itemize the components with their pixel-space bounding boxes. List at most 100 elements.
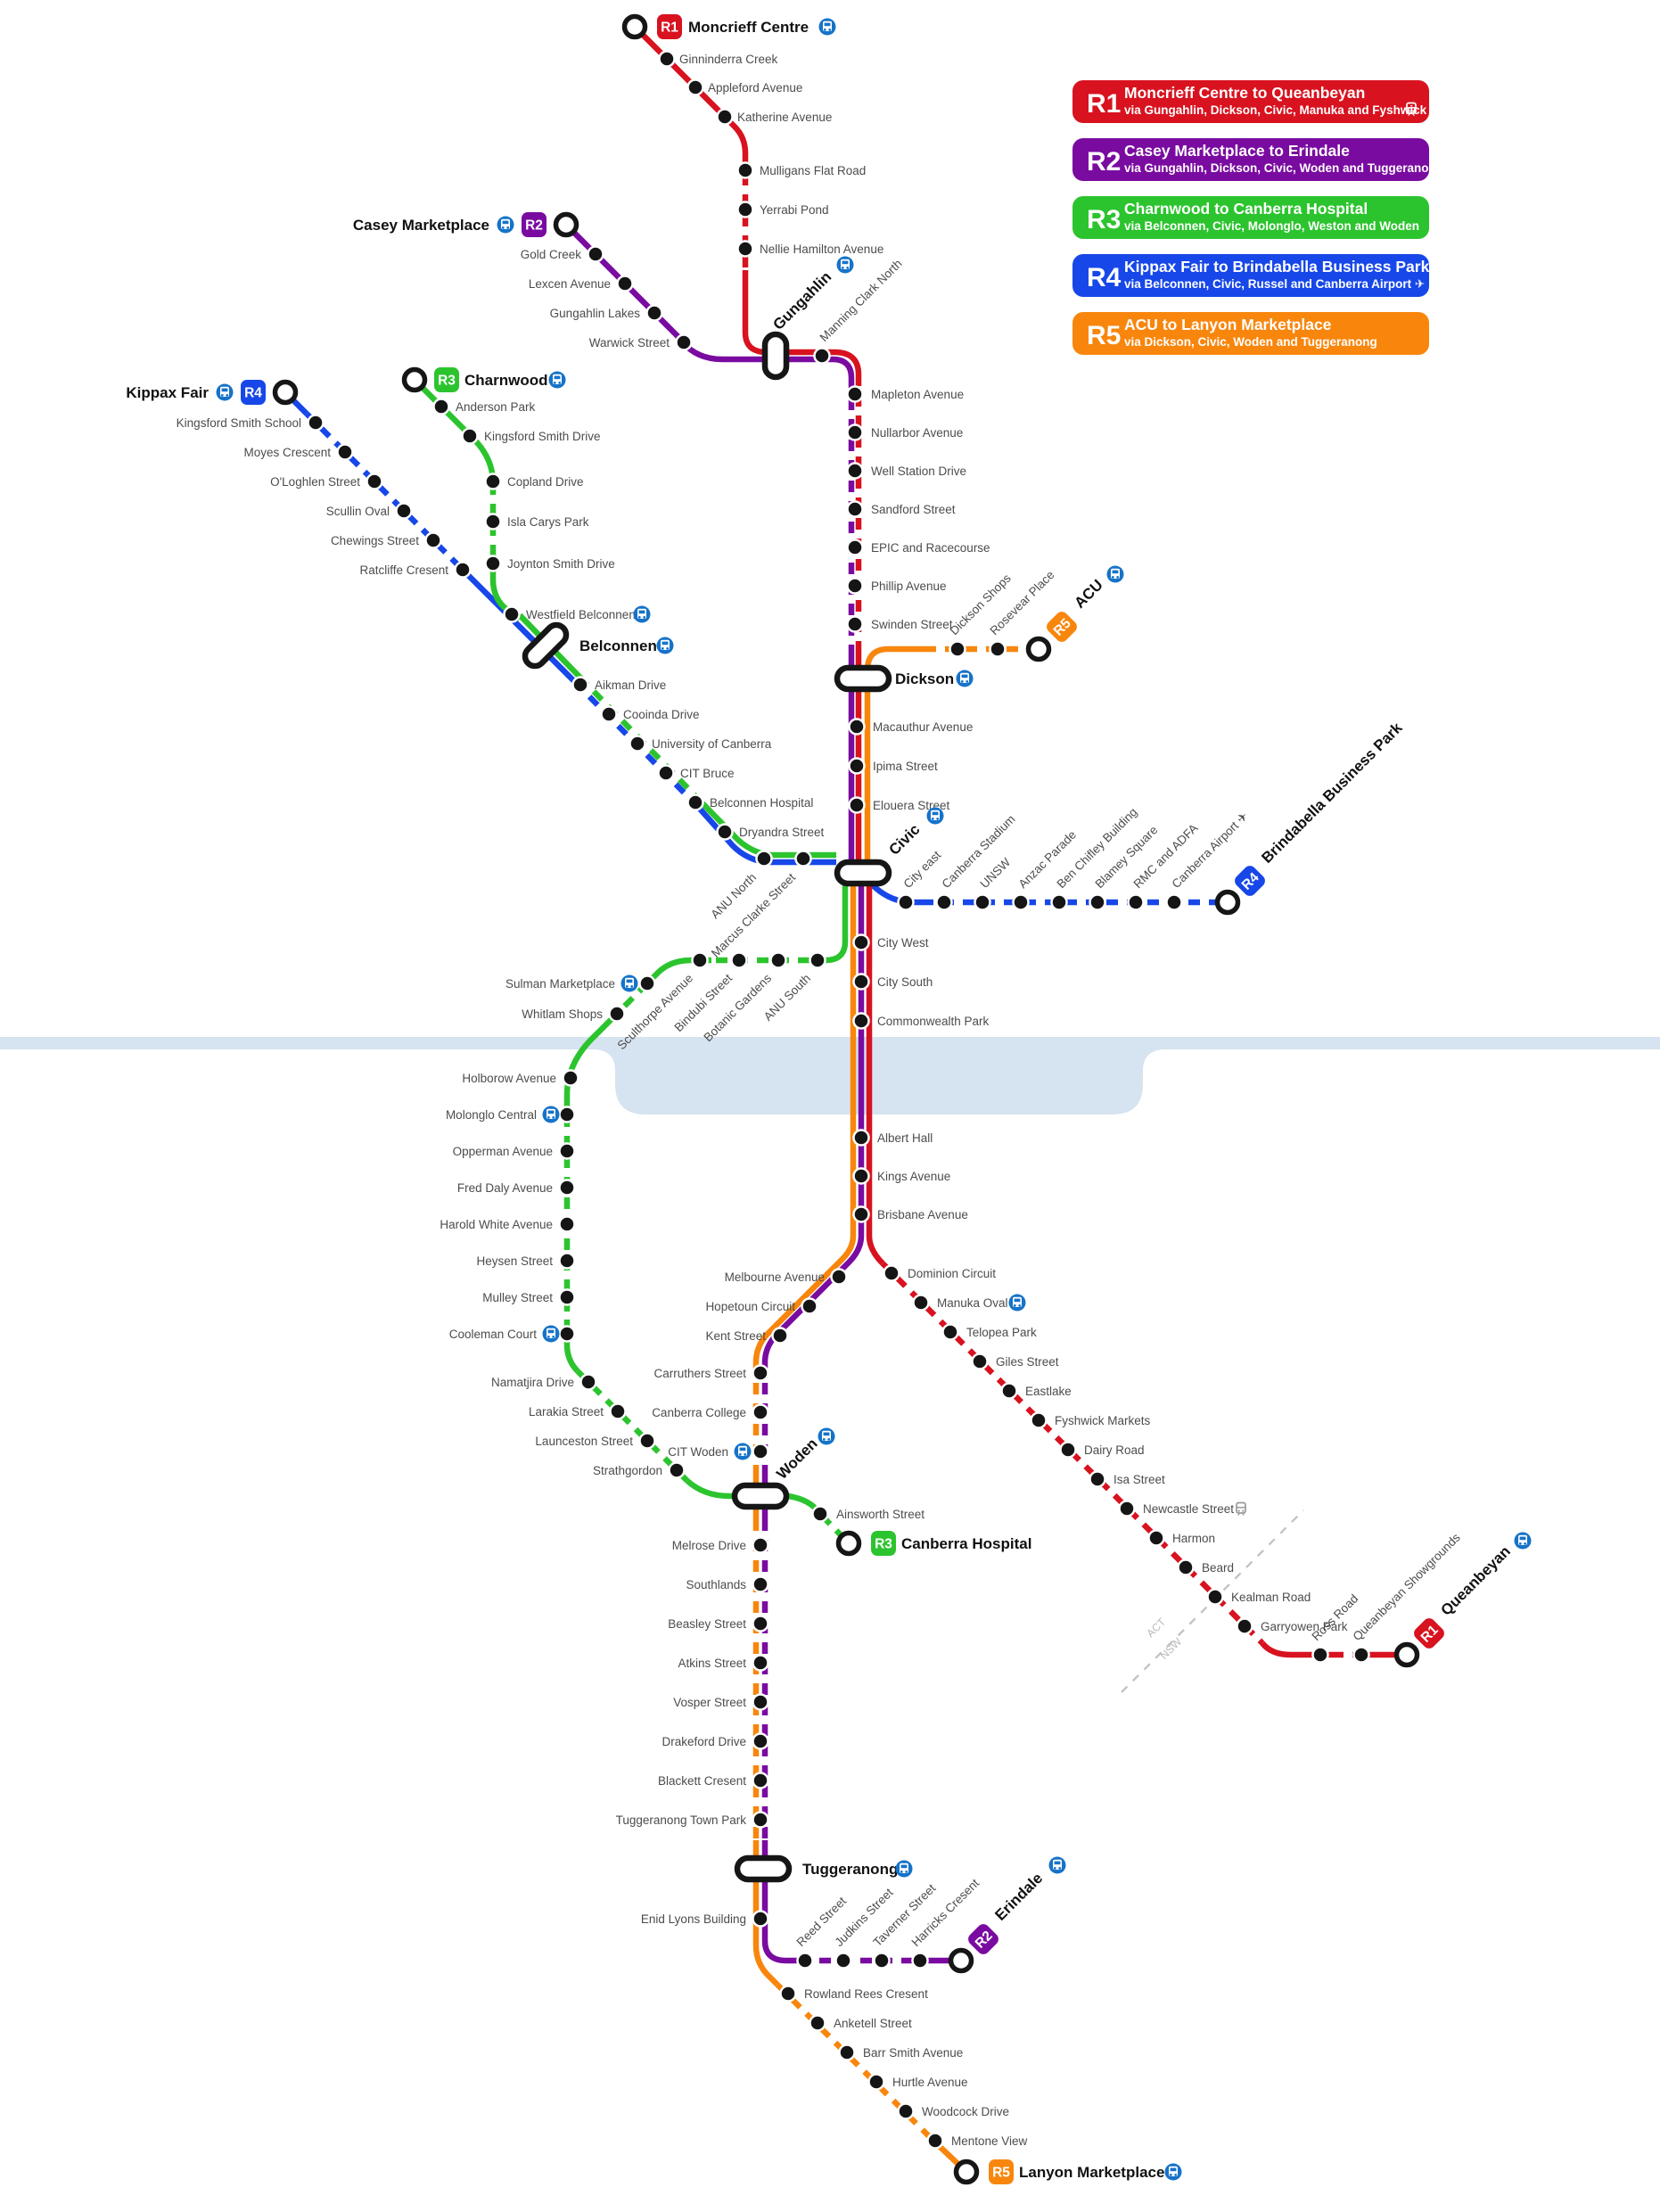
station-label: Kingsford Smith School	[177, 416, 301, 430]
station-label: Giles Street	[996, 1355, 1059, 1369]
station-label: Warwick Street	[589, 336, 670, 349]
svg-text:R1: R1	[661, 21, 678, 36]
interchange-dickson: Dickson	[834, 664, 974, 693]
station-well-station-drive: Well Station Drive	[846, 462, 966, 480]
svg-text:R2: R2	[525, 218, 543, 234]
station-sulman-marketplace: Sulman Marketplace	[505, 974, 656, 992]
station-label: Launceston Street	[535, 1435, 633, 1448]
legend-subtitle: via Belconnen, Civic, Molonglo, Weston a…	[1124, 219, 1419, 233]
route-badge-r5: R5	[989, 2159, 1014, 2184]
station-carruthers-street: Carruthers Street	[653, 1364, 769, 1382]
station-label: Cooleman Court	[449, 1328, 538, 1341]
station-label: Belconnen Hospital	[710, 796, 813, 810]
station-label: CIT Bruce	[680, 767, 735, 780]
route-badge-r1: R1	[657, 14, 682, 39]
terminus-label: Erindale	[991, 1870, 1046, 1924]
interchange-label: Dickson	[895, 670, 954, 687]
station-melbourne-avenue: Melbourne Avenue	[725, 1268, 848, 1286]
station-manning-clark-north: Manning Clark North	[813, 257, 905, 365]
station-label: City east	[901, 848, 944, 891]
station-label: Enid Lyons Building	[641, 1912, 746, 1926]
station-woodcock-drive: Woodcock Drive	[897, 2102, 1009, 2120]
station-nellie-hamilton-avenue: Nellie Hamilton Avenue	[736, 240, 883, 258]
route-badge-r4: R4	[241, 380, 266, 405]
station-label: Dominion Circuit	[908, 1267, 996, 1280]
legend-subtitle: via Belconnen, Civic, Russel and Canberr…	[1124, 277, 1425, 291]
station-anderson-park: Anderson Park	[432, 398, 536, 415]
station-label: Drakeford Drive	[662, 1735, 746, 1748]
station-commonwealth-park: Commonwealth Park	[852, 1012, 990, 1030]
bus-interchange-icon	[548, 371, 566, 389]
station-cooinda-drive: Cooinda Drive	[600, 705, 700, 723]
terminus-label: Charnwood	[464, 372, 548, 389]
station-molonglo-central: Molonglo Central	[446, 1106, 576, 1123]
station-label: Mentone View	[951, 2134, 1028, 2148]
station-mulligans-flat-road: Mulligans Flat Road	[736, 161, 866, 179]
station-nullarbor-avenue: Nullarbor Avenue	[846, 423, 963, 441]
station-label: Joynton Smith Drive	[507, 557, 615, 571]
station-label: Isla Carys Park	[507, 515, 589, 529]
station-university-of-canberra: University of Canberra	[629, 735, 772, 752]
station-canberra-college: Canberra College	[652, 1403, 769, 1421]
station-city-south: City South	[852, 973, 933, 991]
route-badge-r3: R3	[434, 367, 459, 392]
station-label: Molonglo Central	[446, 1108, 537, 1122]
station-beasley-street: Beasley Street	[668, 1615, 769, 1632]
station-drakeford-drive: Drakeford Drive	[662, 1732, 769, 1750]
terminus-label: Brindabella Business Park	[1258, 719, 1405, 866]
terminus-label: Kippax Fair	[126, 384, 209, 401]
station-label: Opperman Avenue	[453, 1145, 553, 1158]
station-label: Harold White Avenue	[440, 1218, 553, 1231]
interchange-label: Belconnen	[579, 637, 657, 654]
legend-subtitle: via Dickson, Civic, Woden and Tuggeranon…	[1124, 335, 1377, 349]
station-hopetoun-circuit: Hopetoun Circuit	[705, 1297, 818, 1315]
station-telopea-park: Telopea Park	[941, 1323, 1037, 1341]
station-label: Nellie Hamilton Avenue	[760, 243, 883, 256]
station-dryandra-street: Dryandra Street	[716, 823, 825, 841]
station-label: Mulley Street	[482, 1291, 553, 1304]
station-label: Cooinda Drive	[623, 708, 700, 721]
svg-text:R5: R5	[992, 2166, 1010, 2181]
station-label: Nullarbor Avenue	[871, 426, 963, 440]
station-fred-daly-avenue: Fred Daly Avenue	[457, 1179, 576, 1196]
bus-interchange-icon	[836, 256, 854, 274]
station-label: Phillip Avenue	[871, 580, 947, 593]
terminus-kippax-fair: R4 Kippax Fair	[126, 379, 299, 406]
station-bindubi-street: Bindubi Street	[672, 951, 748, 1034]
station-albert-hall: Albert Hall	[852, 1129, 933, 1147]
legend-title: Charnwood to Canberra Hospital	[1124, 200, 1368, 218]
station-label: Telopea Park	[966, 1326, 1037, 1339]
station-heysen-street: Heysen Street	[476, 1252, 576, 1270]
station-label: Anketell Street	[834, 2017, 912, 2030]
bus-interchange-icon	[926, 807, 944, 825]
station-label: Kingsford Smith Drive	[484, 430, 601, 443]
terminus-label: Lanyon Marketplace	[1019, 2164, 1164, 2181]
station-label: Kings Avenue	[877, 1170, 950, 1183]
station-label: Scullin Oval	[326, 505, 390, 518]
station-blackett-cresent: Blackett Cresent	[658, 1772, 769, 1789]
station-label: Brisbane Avenue	[877, 1208, 968, 1221]
station-fyshwick-markets: Fyshwick Markets	[1030, 1411, 1151, 1429]
terminus-label: Casey Marketplace	[353, 217, 489, 234]
station-cit-bruce: CIT Bruce	[657, 764, 735, 782]
station-appleford-avenue: Appleford Avenue	[686, 78, 802, 96]
legend-subtitle: via Gungahlin, Dickson, Civic, Manuka an…	[1124, 103, 1427, 117]
station-kealman-road: Kealman Road	[1206, 1588, 1311, 1606]
route-badge-r5: R5	[1047, 612, 1077, 642]
station-label: Swinden Street	[871, 618, 953, 631]
station-label: Manning Clark North	[818, 257, 905, 344]
station-larakia-street: Larakia Street	[529, 1402, 627, 1420]
border-label-nsw: NSW	[1157, 1635, 1184, 1662]
bus-interchange-icon	[216, 383, 234, 401]
station-namatjira-drive: Namatjira Drive	[491, 1373, 597, 1391]
station-aikman-drive: Aikman Drive	[571, 676, 666, 694]
station-label: Rowland Rees Cresent	[804, 1987, 928, 2001]
station-isa-street: Isa Street	[1089, 1470, 1165, 1488]
station-label: Fyshwick Markets	[1055, 1414, 1151, 1427]
station-label: Blackett Cresent	[658, 1774, 746, 1788]
station-cit-woden: CIT Woden	[668, 1443, 769, 1460]
